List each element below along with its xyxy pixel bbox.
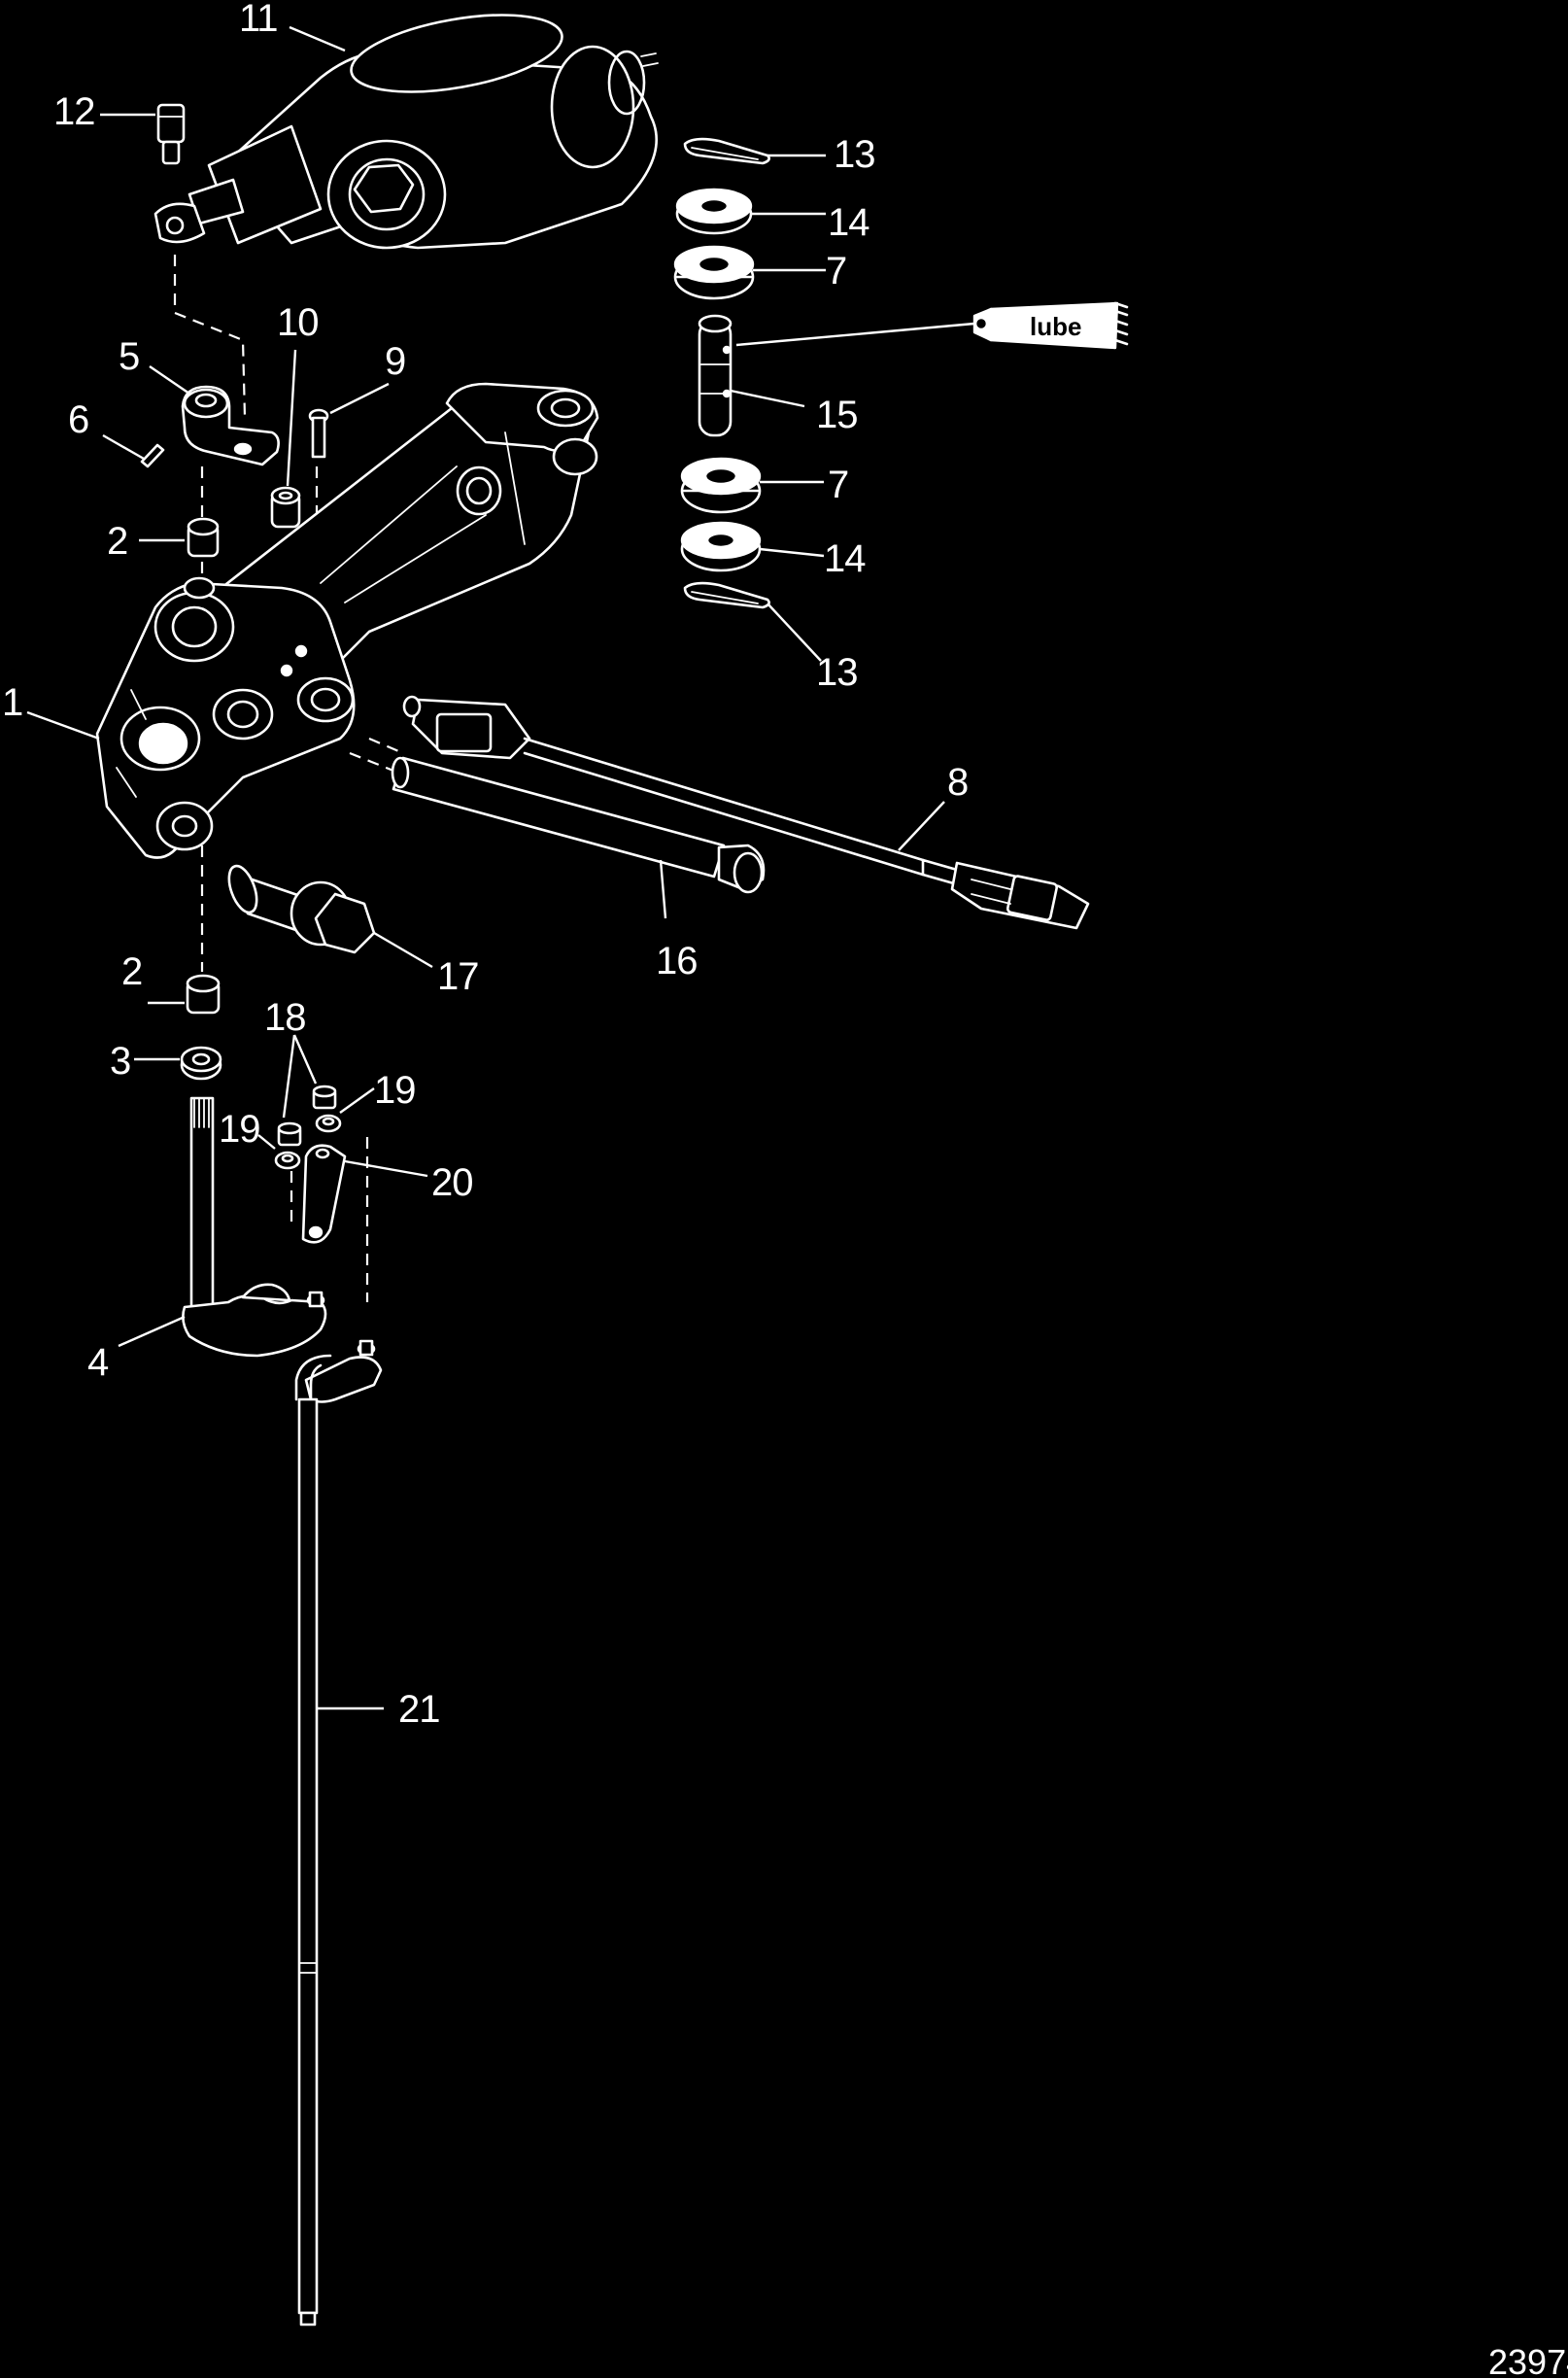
part-7-bushing-bottom	[680, 457, 762, 514]
callout-7-top: 7	[826, 250, 846, 293]
part-10-bushing	[270, 486, 301, 529]
callout-19-right: 19	[374, 1069, 416, 1112]
callout-4: 4	[87, 1341, 109, 1384]
part-7-bushing-top	[673, 245, 755, 300]
callout-14-bottom: 14	[824, 537, 866, 580]
part-15-pin	[698, 314, 733, 437]
callout-21: 21	[398, 1688, 440, 1731]
leader-lines	[26, 25, 975, 1710]
part-16-long-bolt	[391, 756, 766, 894]
assembly-line	[173, 255, 247, 419]
assembly-line	[349, 751, 399, 775]
callout-6: 6	[68, 398, 88, 441]
part-6-roll-pin	[140, 443, 165, 468]
part-1-bracket	[95, 382, 599, 859]
part-2-bushing-upper	[187, 517, 220, 558]
callout-18: 18	[264, 996, 306, 1039]
callout-10: 10	[277, 301, 319, 344]
callout-5: 5	[119, 335, 139, 378]
callout-13-top: 13	[834, 133, 875, 176]
part-5-lever	[181, 385, 280, 466]
part-13-cotter-pin-bottom	[683, 581, 770, 609]
part-9-bolt	[308, 408, 329, 459]
part-18-nut-right	[312, 1085, 337, 1110]
lube-label: lube	[1030, 312, 1081, 341]
callout-9: 9	[385, 340, 405, 383]
callout-11: 11	[239, 0, 278, 40]
callout-3: 3	[110, 1040, 130, 1083]
part-4-shaft-assembly	[182, 1096, 327, 1358]
part-14-washer-top	[675, 188, 753, 235]
assembly-line	[368, 737, 404, 755]
callout-12: 12	[53, 90, 95, 133]
part-12-pin	[156, 103, 186, 165]
callout-labels: 11 12 13 14 7 15 7 14 13 10 9 5 6 2 1 8 …	[2, 0, 969, 1731]
part-21-shift-rod	[294, 1339, 383, 2326]
part-20-link	[301, 1144, 347, 1244]
part-13-cotter-pin-top	[683, 137, 770, 165]
callout-7-bottom: 7	[828, 464, 848, 506]
callout-1: 1	[2, 681, 22, 724]
callout-14-top: 14	[828, 201, 869, 244]
part-19-washer-left	[274, 1151, 301, 1170]
callout-15: 15	[816, 394, 858, 436]
part-2-bushing-lower	[186, 974, 221, 1015]
callout-13-bottom: 13	[816, 651, 858, 694]
callout-17: 17	[437, 955, 479, 998]
callout-20: 20	[431, 1161, 473, 1204]
part-3-washer	[180, 1046, 222, 1081]
callout-19-left: 19	[219, 1108, 260, 1151]
part-18-nut-left	[277, 1121, 302, 1147]
callout-16: 16	[656, 940, 698, 982]
callout-2-lower: 2	[121, 950, 142, 993]
callout-8: 8	[947, 761, 968, 804]
part-8-sensor-harness	[402, 695, 1090, 930]
part-19-washer-right	[315, 1114, 342, 1133]
callout-2-upper: 2	[107, 520, 127, 563]
lube-tube: lube	[972, 301, 1129, 350]
figure-number: 23974	[1488, 2342, 1568, 2378]
part-11-actuator	[153, 14, 659, 250]
part-17-hex-bolt	[227, 864, 376, 954]
part-14-washer-bottom	[680, 521, 762, 572]
